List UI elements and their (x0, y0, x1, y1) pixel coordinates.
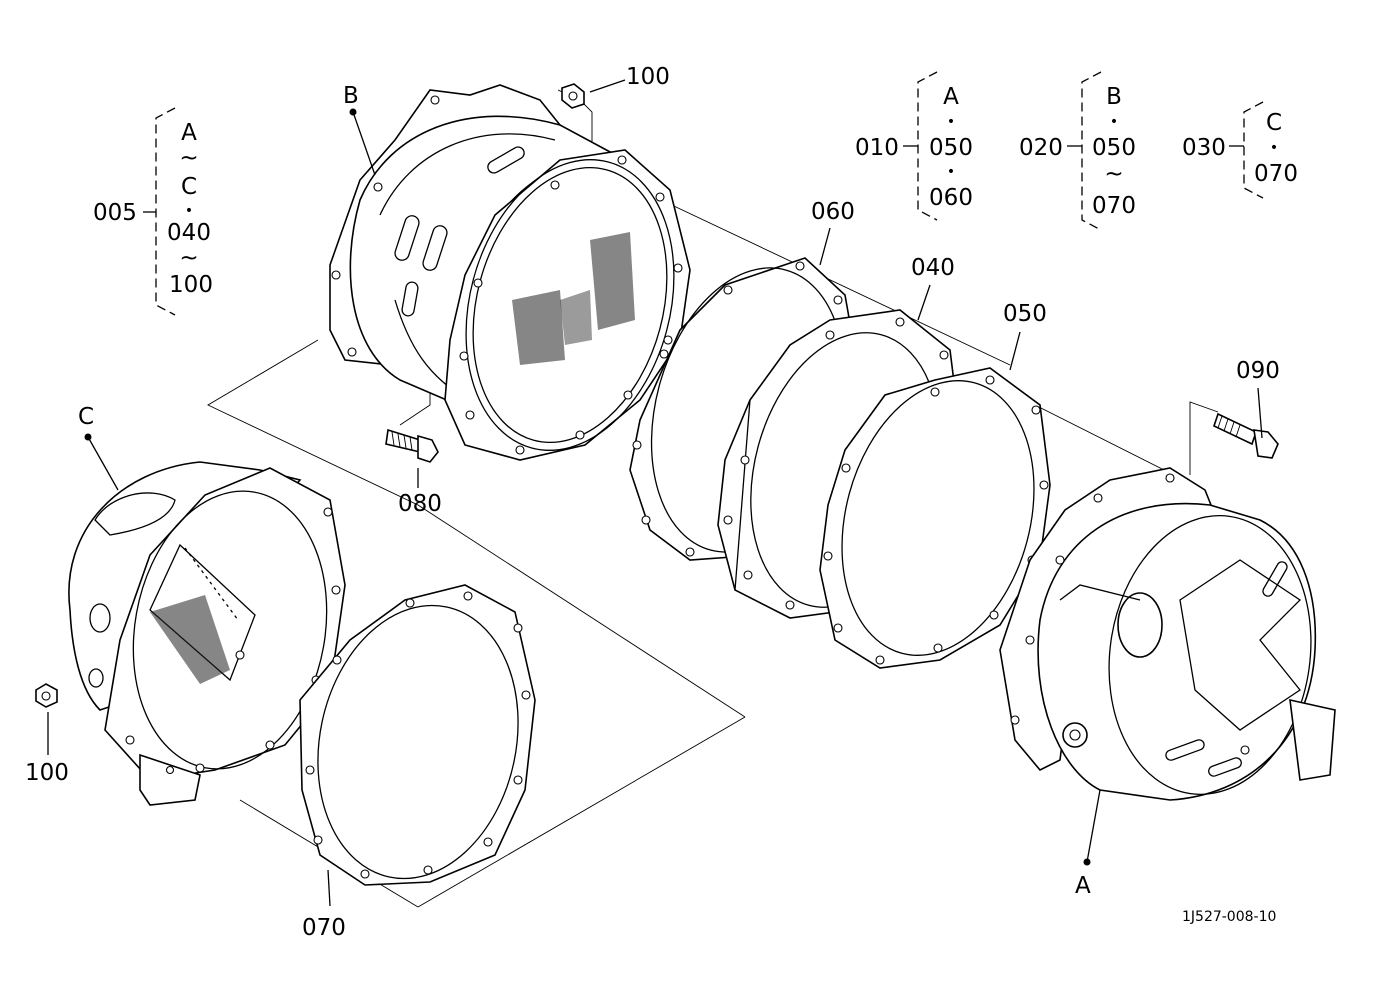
label-leaders (47, 79, 1263, 907)
assembly-010-code: 010 (855, 135, 899, 161)
drawing-number: 1J527-008-10 (1182, 909, 1276, 925)
assembly-010-line-5: 060 (929, 185, 973, 211)
assembly-005-line-7: 100 (169, 272, 213, 298)
assembly-005-line-5: 040 (167, 220, 211, 246)
label-part-100-top: 100 (626, 64, 670, 90)
assembly-010: 010 A • 050 • 060 (855, 71, 973, 221)
assembly-020-line-3: 050 (1092, 135, 1136, 161)
assembly-020-code: 020 (1019, 135, 1063, 161)
part-a-outlet-housing (999, 467, 1336, 801)
callout-c: C (78, 404, 94, 430)
bolt-090 (1213, 412, 1279, 459)
label-part-100-left: 100 (25, 760, 69, 786)
bolt-080 (385, 428, 439, 463)
label-part-090: 090 (1236, 358, 1280, 384)
assembly-005-code: 005 (93, 200, 137, 226)
assembly-020: 020 B • 050 ~ 070 (1019, 71, 1136, 231)
assembly-030-line-2: • (1270, 140, 1278, 156)
assembly-020-line-1: B (1106, 84, 1122, 110)
assembly-030-line-3: 070 (1254, 161, 1298, 187)
assembly-010-line-2: • (947, 114, 955, 130)
assembly-005-line-1: A (181, 120, 197, 146)
callout-b: B (343, 83, 359, 109)
assembly-010-line-4: • (947, 164, 955, 180)
label-part-070: 070 (302, 915, 346, 941)
nut-100-left (35, 683, 58, 708)
assembly-010-line-3: 050 (929, 135, 973, 161)
label-part-040: 040 (911, 255, 955, 281)
assembly-020-line-5: 070 (1092, 193, 1136, 219)
assembly-005-line-4: • (185, 203, 193, 219)
part-b-dpf-housing (329, 84, 691, 461)
label-part-050: 050 (1003, 301, 1047, 327)
assembly-005-line-3: C (181, 174, 197, 200)
label-part-060: 060 (811, 199, 855, 225)
assembly-020-line-2: • (1110, 114, 1118, 130)
assembly-030: 030 C • 070 (1182, 101, 1298, 199)
gasket-070 (299, 584, 536, 886)
assembly-030-code: 030 (1182, 135, 1226, 161)
assembly-030-line-1: C (1266, 110, 1282, 136)
part-c-inlet-housing (68, 461, 346, 806)
callout-a: A (1075, 873, 1091, 899)
assembly-005-line-6: ~ (179, 245, 198, 271)
label-part-080: 080 (398, 491, 442, 517)
assembly-020-line-4: ~ (1104, 161, 1123, 187)
assembly-010-line-1: A (943, 84, 959, 110)
assembly-005: 005 A ~ C • 040 ~ 100 (93, 107, 213, 316)
nut-100-top (561, 83, 585, 109)
assembly-005-line-2: ~ (179, 145, 198, 171)
